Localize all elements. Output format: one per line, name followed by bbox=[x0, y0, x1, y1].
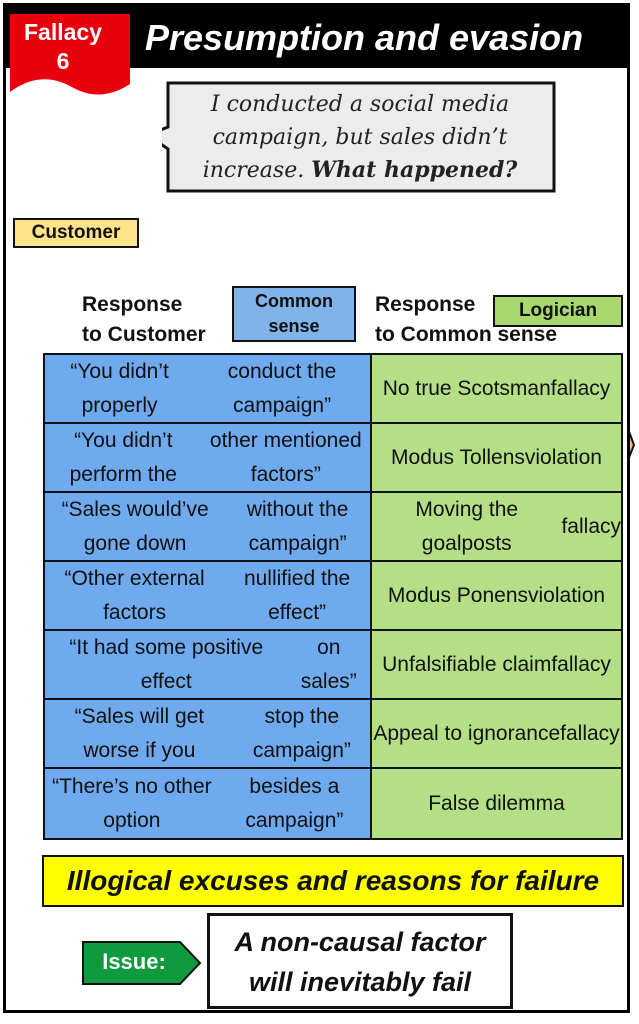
bubble-line-3: increase. What happened? bbox=[165, 154, 555, 187]
page-title: Presumption and evasion bbox=[145, 17, 584, 58]
response-line: “There’s no other option bbox=[52, 774, 212, 832]
speech-bubble-text: I conducted a social media campaign, but… bbox=[165, 88, 555, 187]
column-header-customer-line1: Response bbox=[82, 293, 183, 316]
issue-line2: will inevitably fail bbox=[248, 967, 472, 997]
fallacy-number-label: Fallacy 6 bbox=[10, 18, 116, 76]
fallacy-line: Modus Ponens bbox=[387, 583, 529, 607]
column-header-common-sense: Response to Common sense bbox=[375, 290, 557, 350]
table-row: “You didn’t perform the other mentioned f… bbox=[45, 424, 621, 493]
response-line: “It had some positive effect bbox=[69, 635, 264, 693]
fallacy-line: violation bbox=[524, 445, 602, 469]
issue-conclusion-text: A non-causal factor will inevitably fail bbox=[210, 922, 510, 1002]
response-line: other mentioned factors” bbox=[209, 428, 362, 486]
fallacy-line: No true Scotsman bbox=[382, 376, 551, 400]
fallacy-tag-line1: Fallacy bbox=[24, 19, 102, 45]
issue-conclusion-box: A non-causal factor will inevitably fail bbox=[207, 913, 513, 1009]
table-row: “You didn’t properly conduct the campaign… bbox=[45, 355, 621, 424]
response-line: conduct the campaign” bbox=[227, 359, 337, 417]
response-line: without the campaign” bbox=[246, 497, 349, 555]
column-header-common-line2: to Common sense bbox=[375, 323, 558, 346]
fallacy-flag-icon bbox=[10, 14, 130, 95]
fallacy-cell: Moving the goalposts fallacy bbox=[372, 493, 621, 562]
table-row: “There’s no other option besides a campai… bbox=[45, 769, 621, 838]
speech-bubble bbox=[162, 81, 556, 193]
fallacy-line: fallacy bbox=[550, 376, 611, 400]
response-line: “Sales would’ve gone down bbox=[61, 497, 209, 555]
response-cell: “There’s no other option besides a campai… bbox=[45, 769, 372, 838]
fallacy-tag-line2: 6 bbox=[56, 48, 70, 74]
bubble-line-3-plain: increase. bbox=[202, 158, 312, 183]
fallacy-line: Unfalsifiable claim bbox=[382, 652, 552, 676]
fallacy-cell: False dilemma bbox=[372, 769, 621, 838]
fallacy-line: fallacy bbox=[560, 721, 620, 745]
table-row: “Sales would’ve gone down without the cam… bbox=[45, 493, 621, 562]
response-line: “Other external factors bbox=[64, 566, 205, 624]
response-line: on sales” bbox=[300, 635, 357, 693]
table-row: “Other external factors nullified the eff… bbox=[45, 562, 621, 631]
fallacy-line: Modus Tollens bbox=[391, 445, 525, 469]
response-cell: “You didn’t properly conduct the campaign… bbox=[45, 355, 372, 424]
response-line: “You didn’t perform the bbox=[69, 428, 177, 486]
logician-label: Logician bbox=[493, 295, 623, 327]
column-header-customer-line2: to Customer bbox=[82, 323, 206, 346]
bubble-line-2: campaign, but sales didn’t bbox=[212, 125, 508, 150]
issue-line1: A non-causal factor bbox=[234, 927, 486, 957]
fallacy-line: False dilemma bbox=[428, 791, 565, 815]
response-cell: “It had some positive effect on sales” bbox=[45, 631, 372, 700]
fallacy-line: Moving the goalposts bbox=[415, 497, 519, 555]
common-sense-line1: Common bbox=[255, 291, 333, 311]
response-line: “You didn’t properly bbox=[70, 359, 169, 417]
response-line: besides a campaign” bbox=[245, 774, 344, 832]
table-row: “Sales will get worse if you stop the cam… bbox=[45, 700, 621, 769]
conclusion-banner: Illogical excuses and reasons for failur… bbox=[42, 855, 624, 907]
common-sense-label: Common sense bbox=[232, 286, 356, 342]
table-row: “It had some positive effect on sales” Unf… bbox=[45, 631, 621, 700]
response-cell: “Other external factors nullified the eff… bbox=[45, 562, 372, 631]
response-line: “Sales will get worse if you bbox=[74, 704, 205, 762]
column-header-common-line1: Response bbox=[375, 293, 476, 316]
fallacy-line: fallacy bbox=[551, 652, 611, 676]
common-sense-line2: sense bbox=[268, 316, 320, 336]
response-cell: “Sales would’ve gone down without the cam… bbox=[45, 493, 372, 562]
fallacy-line: violation bbox=[528, 583, 606, 607]
response-cell: “Sales will get worse if you stop the cam… bbox=[45, 700, 372, 769]
fallacy-line: Appeal to ignorance bbox=[373, 721, 561, 745]
banner-text: Illogical excuses and reasons for failur… bbox=[66, 865, 600, 896]
column-header-customer: Response to Customer bbox=[82, 290, 206, 350]
fallacy-line: fallacy bbox=[561, 514, 621, 538]
response-line: nullified the effect” bbox=[243, 566, 351, 624]
issue-arrow-tag-icon bbox=[82, 941, 202, 985]
bubble-question: What happened? bbox=[311, 157, 518, 183]
issue-tag-label: Issue: bbox=[102, 949, 166, 974]
response-line: stop the campaign” bbox=[252, 704, 351, 762]
customer-label: Customer bbox=[13, 218, 139, 248]
response-table: “You didn’t properly conduct the campaign… bbox=[43, 353, 623, 840]
bubble-line-1: I conducted a social media bbox=[210, 92, 510, 117]
response-cell: “You didn’t perform the other mentioned f… bbox=[45, 424, 372, 493]
